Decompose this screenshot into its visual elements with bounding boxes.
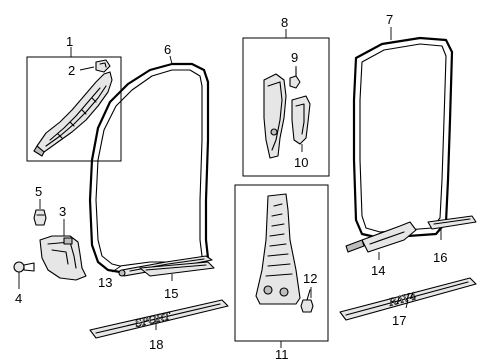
callout-13: 13 [98, 275, 112, 290]
part-3-kick-panel [39, 235, 87, 281]
callout-3: 3 [59, 204, 66, 219]
rav4-emblem: RAV4 [387, 291, 418, 309]
part-16-rear-scuff-plate [427, 215, 477, 230]
callout-5: 5 [35, 184, 42, 199]
part-2-clip [95, 59, 111, 73]
part-6-front-door-weatherstrip [88, 62, 210, 274]
callout-7: 7 [386, 12, 393, 27]
part-8-upper-b-pillar [263, 73, 287, 159]
part-4-clip [13, 261, 35, 273]
callout-9: 9 [291, 50, 298, 65]
callout-8: 8 [281, 15, 288, 30]
part-7-rear-door-weatherstrip [352, 36, 454, 240]
part-12-clip [300, 289, 314, 313]
callout-15: 15 [164, 286, 178, 301]
box-group-1 [26, 56, 122, 162]
part-9-clip [289, 67, 301, 89]
callout-14: 14 [371, 263, 385, 278]
callout-2: 2 [68, 63, 75, 78]
box-group-11 [234, 184, 329, 342]
leader-13 [111, 265, 122, 273]
part-17-rav4-garnish [339, 277, 477, 321]
callout-10: 10 [294, 155, 308, 170]
part-15-scuff-plate [139, 261, 215, 277]
callout-18: 18 [149, 337, 163, 352]
sport-emblem: SPORT [134, 311, 173, 330]
part-10-lower-b-pillar [291, 95, 311, 145]
part-11-b-pillar-lower-trim [255, 193, 301, 305]
part-18-sport-garnish [89, 299, 229, 339]
callout-1: 1 [66, 34, 73, 49]
leader-2 [79, 66, 95, 71]
part-5-nut [33, 209, 47, 226]
leader-17 [405, 299, 409, 309]
callout-11: 11 [275, 347, 289, 360]
part-14-rear-sill-garnish [345, 221, 417, 253]
leader-6 [169, 55, 173, 65]
callout-12: 12 [303, 271, 317, 286]
part-1-pillar-trim [33, 71, 113, 157]
callout-4: 4 [15, 291, 22, 306]
callout-6: 6 [164, 42, 171, 57]
callout-16: 16 [433, 250, 447, 265]
box-group-8 [242, 37, 330, 177]
callout-17: 17 [392, 313, 406, 328]
